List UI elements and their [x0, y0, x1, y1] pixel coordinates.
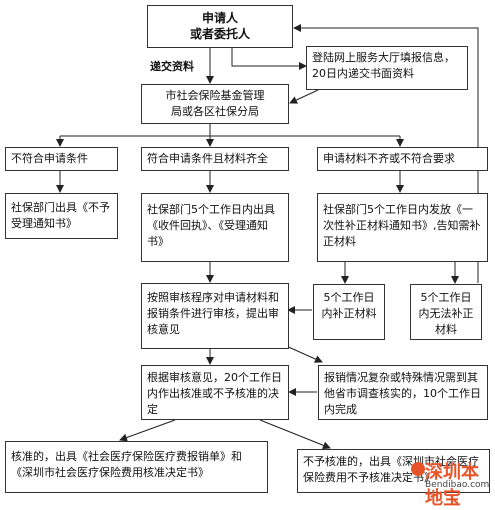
bureau-line1: 市社会保险基金管理: [165, 89, 265, 102]
applicant-line2: 或者委托人: [189, 27, 250, 41]
node-applicant: 申请人 或者委托人: [147, 5, 293, 48]
not-eligible-text: 不符合申请条件: [11, 152, 88, 165]
watermark-logo: 深圳本地宝 Bendibao.com: [411, 458, 490, 509]
node-supplement-ok: 5个工作日内补正材料: [313, 284, 385, 340]
node-online: 登陆网上服务大厅填报信息，20日内递交书面资料: [306, 46, 468, 90]
node-supplement-fail: 5个工作日内无法补正材料: [410, 284, 482, 340]
node-supplement-notice: 社保部门5个工作日内发放《一次性补正材料通知书》,告知需补正材料: [317, 193, 488, 262]
arrow-online-to-bureau: [289, 89, 319, 104]
arrow-applicant-to-online: [231, 48, 307, 70]
node-bureau: 市社会保险基金管理 局或各区社保分局: [141, 84, 289, 124]
accept-notice-text: 社保部门5个工作日内出具《收件回执》、《受理通知书》: [147, 203, 275, 248]
applicant-line1: 申请人: [201, 11, 238, 25]
review-text: 按照审核程序对申请材料和报销条件进行审核，提出审核意见: [147, 291, 279, 336]
arrow-to-denied: [259, 419, 331, 450]
incomplete-text: 申请材料不齐或不符合要求: [323, 152, 455, 165]
node-denied: 不予核准的，出具《深圳市社会医疗保险费用不予核准决定书》: [297, 449, 490, 493]
node-review: 按照审核程序对申请材料和报销条件进行审核，提出审核意见: [141, 283, 289, 349]
node-not-eligible: 不符合申请条件: [5, 147, 118, 171]
online-text: 登陆网上服务大厅填报信息，20日内递交书面资料: [312, 51, 455, 80]
node-complex: 报销情况复杂或特殊情况需到其他省市调查核实的，10个工作日内完成: [318, 365, 488, 420]
node-approved: 核准的，出具《社会医疗保险医疗费报销单》和《深圳市社会医疗保险费用核准决定书》: [5, 441, 268, 493]
label-submit: 递交资料: [150, 60, 194, 73]
node-incomplete: 申请材料不齐或不符合要求: [317, 147, 488, 171]
denied-text: 不予核准的，出具《深圳市社会医疗保险费用不予核准决定书》: [303, 455, 479, 484]
eligible-text: 符合申请条件且材料齐全: [147, 152, 268, 165]
complex-text: 报销情况复杂或特殊情况需到其他省市调查核实的，10个工作日内完成: [324, 371, 481, 416]
node-reject-notice: 社保部门出具《不予受理通知书》: [5, 193, 118, 239]
watermark-icon: [411, 462, 425, 476]
arrow-review-to-complex: [283, 344, 323, 363]
node-accept-notice: 社保部门5个工作日内出具《收件回执》、《受理通知书》: [141, 193, 289, 262]
approved-text: 核准的，出具《社会医疗保险医疗费报销单》和《深圳市社会医疗保险费用核准决定书》: [11, 450, 242, 479]
supplement-fail-text: 5个工作日内无法补正材料: [418, 291, 474, 336]
arrow-to-approved: [119, 419, 176, 442]
node-decision: 根据审核意见，20个工作日内作出核准或不予核准的决定: [141, 365, 289, 420]
watermark-url: Bendibao.com: [425, 480, 490, 490]
reject-notice-text: 社保部门出具《不予受理通知书》: [11, 201, 110, 230]
supplement-notice-text: 社保部门5个工作日内发放《一次性补正材料通知书》,告知需补正材料: [323, 203, 481, 248]
supplement-ok-text: 5个工作日内补正材料: [321, 291, 377, 320]
decision-text: 根据审核意见，20个工作日内作出核准或不予核准的决定: [147, 371, 282, 416]
node-eligible: 符合申请条件且材料齐全: [141, 147, 289, 171]
bureau-line2: 局或各区社保分局: [171, 105, 259, 118]
